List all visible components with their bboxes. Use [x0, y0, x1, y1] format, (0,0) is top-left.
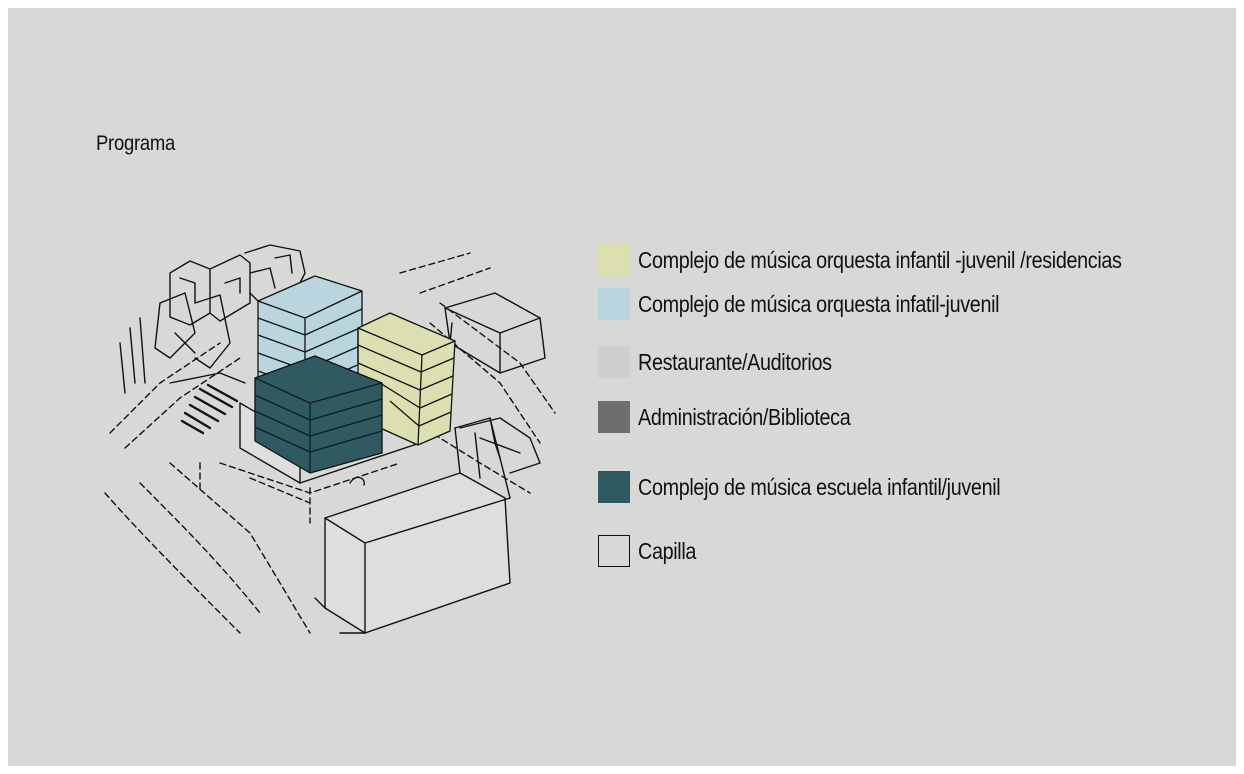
right-buildings [444, 292, 546, 474]
legend-swatch-administracion [598, 401, 630, 433]
legend-item-restaurante: Restaurante/Auditorios [598, 346, 863, 378]
legend-swatch-restaurante [598, 346, 630, 378]
legend-label: Complejo de música escuela infantil/juve… [638, 473, 1001, 500]
chapel-block [314, 417, 511, 634]
legend-item-orquesta: Complejo de música orquesta infatil-juve… [598, 288, 1058, 320]
legend-swatch-residencias [598, 244, 630, 276]
legend-label: Restaurante/Auditorios [638, 348, 832, 375]
legend-swatch-orquesta [598, 288, 630, 320]
legend-item-administracion: Administración/Biblioteca [598, 401, 885, 433]
context-buildings [119, 244, 306, 394]
legend-item-residencias: Complejo de música orquesta infantil -ju… [598, 244, 1200, 276]
legend-item-capilla: Capilla [598, 535, 706, 567]
legend-swatch-capilla [598, 535, 630, 567]
axonometric-site-drawing [104, 244, 556, 634]
legend: Complejo de música orquesta infantil -ju… [598, 238, 1238, 598]
legend-swatch-escuela [598, 471, 630, 503]
escuela-block [254, 355, 383, 474]
crosswalk [180, 383, 239, 435]
diagram-title: Programa [96, 132, 176, 155]
legend-item-escuela: Complejo de música escuela infantil/juve… [598, 471, 1059, 503]
legend-label: Complejo de música orquesta infantil -ju… [638, 246, 1122, 273]
legend-label: Complejo de música orquesta infatil-juve… [638, 290, 1000, 317]
legend-label: Administración/Biblioteca [638, 403, 851, 430]
legend-label: Capilla [638, 537, 697, 564]
diagram-panel: Programa [8, 8, 1236, 766]
